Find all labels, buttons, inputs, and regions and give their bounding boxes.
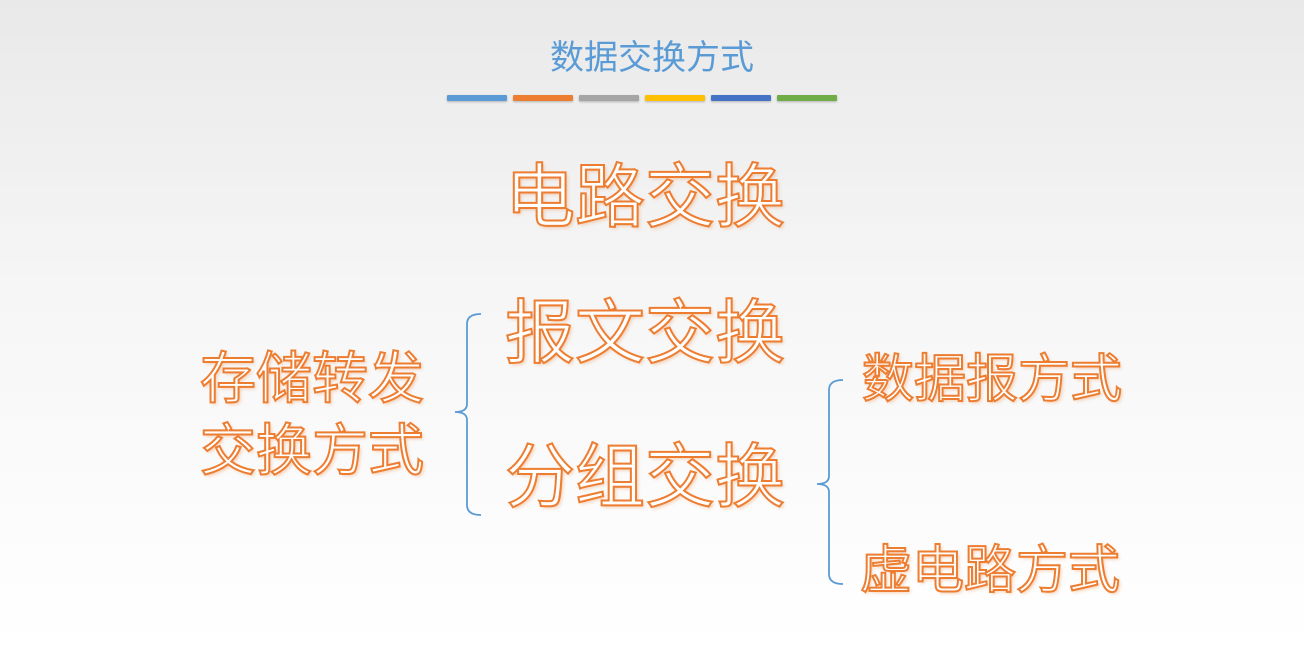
node-packet-switching: 分组交换 [504, 436, 786, 518]
node-virtual-circuit: 虚电路方式 [859, 541, 1121, 601]
page-title: 数据交换方式 [550, 38, 754, 78]
color-bar-segment [777, 95, 837, 101]
title-color-bar [447, 95, 837, 101]
color-bar-segment [711, 95, 771, 101]
color-bar-segment [513, 95, 573, 101]
color-bar-segment [447, 95, 507, 101]
color-bar-segment [645, 95, 705, 101]
bracket-store-forward [454, 313, 482, 516]
node-message-switching: 报文交换 [504, 292, 786, 374]
color-bar-segment [579, 95, 639, 101]
node-datagram: 数据报方式 [861, 350, 1123, 410]
bracket-packet-modes [816, 379, 844, 585]
node-store-forward-line1: 存储转发 [199, 346, 425, 413]
node-circuit-switching: 电路交换 [504, 156, 786, 238]
node-store-forward-line2: 交换方式 [199, 418, 425, 485]
